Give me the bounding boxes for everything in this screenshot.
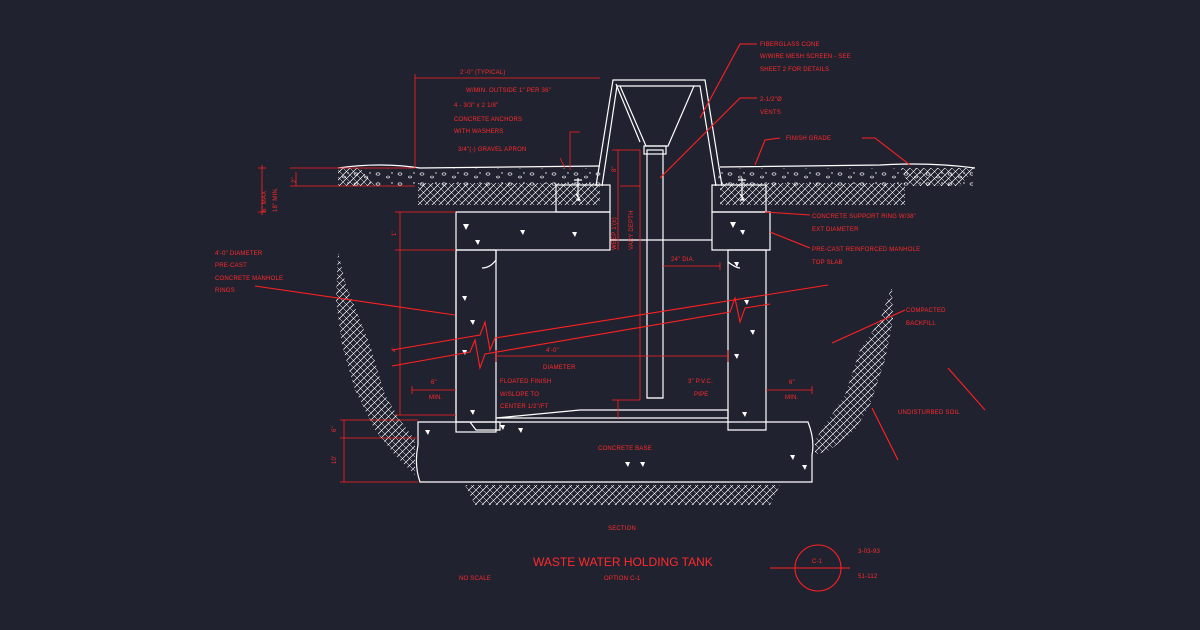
vents-label-1: 2-1/2"Ø [760,97,782,103]
floated-label-3: CENTER 1/2"/FT [500,404,549,410]
outside-note-label: W/MIN. OUTSIDE 1" PER 36" [466,88,551,94]
pipe-dia-label: 24" DIA. [671,257,695,263]
min-right-value: 6" [789,380,795,386]
support-ring-label-1: CONCRETE SUPPORT RING W/38" [812,214,916,220]
anchors-label-1: 4 - 3/3" x 2 1/8" [454,103,498,109]
max-min-label-1: 6" MAX [262,191,268,212]
drawing-title: WASTE WATER HOLDING TANK [533,555,713,569]
concrete-anchors [574,178,746,201]
cone-label-2: W/WIRE MESH SCREEN - SEE [760,54,851,60]
cone-label-1: FIBERGLASS CONE [760,42,820,48]
scale-note: NO SCALE [459,576,491,582]
rings-label-4: RINGS [215,288,235,294]
vary-depth-label: VARY DEPTH [629,210,635,250]
rings-label-3: CONCRETE MANHOLE [215,276,283,282]
floated-label-1: FLOATED FINISH [500,379,551,385]
top-slab-label-2: TOP SLAB [812,260,843,266]
gravel-label: 3/4"(-) GRAVEL APRON [458,147,526,153]
leader-lines [254,43,986,461]
section-label: SECTION [608,526,636,532]
diameter-value: 4'-0" [546,348,559,354]
tank-floor [495,409,729,419]
pvc-label-1: 3" P.V.C. [688,379,713,385]
support-ring-label-2: EXT DIAMETER [812,227,859,233]
pvc-pipe [643,145,667,399]
min-left-label: MIN. [429,395,443,401]
finish-grade-label: FINISH GRADE [786,136,831,142]
anchors-label-3: WITH WASHERS [454,129,504,135]
typical-width-label: 2'-0" (TYPICAL) [460,70,506,76]
undisturbed-label: UNDISTURBED SOIL [898,410,960,416]
floated-label-2: W/SLOPE TO [500,392,539,398]
option-note: OPTION C-1 [604,576,641,582]
rings-label-2: PRE-CAST [215,263,247,269]
aggregate-marks [425,222,807,470]
dim-four-label: 4' [392,347,398,352]
rings-label-1: 4'-0" DIAMETER [215,251,263,257]
dim-small-label: 2" [292,177,298,183]
depth-dim-label: WEEP 1'(±) [612,217,618,250]
drawing-date: 3-03-93 [858,549,881,555]
sheet-number: 51-112 [858,574,878,580]
top-slab-label-1: PRE-CAST REINFORCED MANHOLE [812,247,920,253]
backfill-label-2: BACKFILL [906,321,936,327]
dim-ten-label: 10' [332,456,338,464]
max-min-label-2: 18" MIN. [273,187,279,212]
detail-id: C-1 [812,559,823,565]
backfill-label-1: COMPACTED [906,308,946,314]
detail-bubble [770,544,850,592]
pvc-label-2: PIPE [694,392,708,398]
min-left-value: 6" [431,380,437,386]
excavation-walls [336,252,893,505]
dim-six-label: 6" [332,426,338,432]
support-ring [555,184,767,213]
ground-surface [337,163,976,205]
cone-label-3: SHEET 2 FOR DETAILS [760,67,829,73]
fiberglass-cone [595,79,723,187]
diameter-label: DIAMETER [543,365,576,371]
vents-label-2: VENTS [760,110,781,116]
min-right-label: MIN. [785,395,799,401]
anchors-label-2: CONCRETE ANCHORS [454,117,522,123]
break-lines [391,284,829,371]
dimension-lines [258,74,813,483]
concrete-base [415,421,814,483]
dim-eight-label: 8" [612,166,618,172]
annotations: 2'-0" (TYPICAL) W/MIN. OUTSIDE 1" PER 36… [215,42,960,582]
dim-one-label: 1' [392,231,398,236]
base-label: CONCRETE BASE [598,446,652,452]
